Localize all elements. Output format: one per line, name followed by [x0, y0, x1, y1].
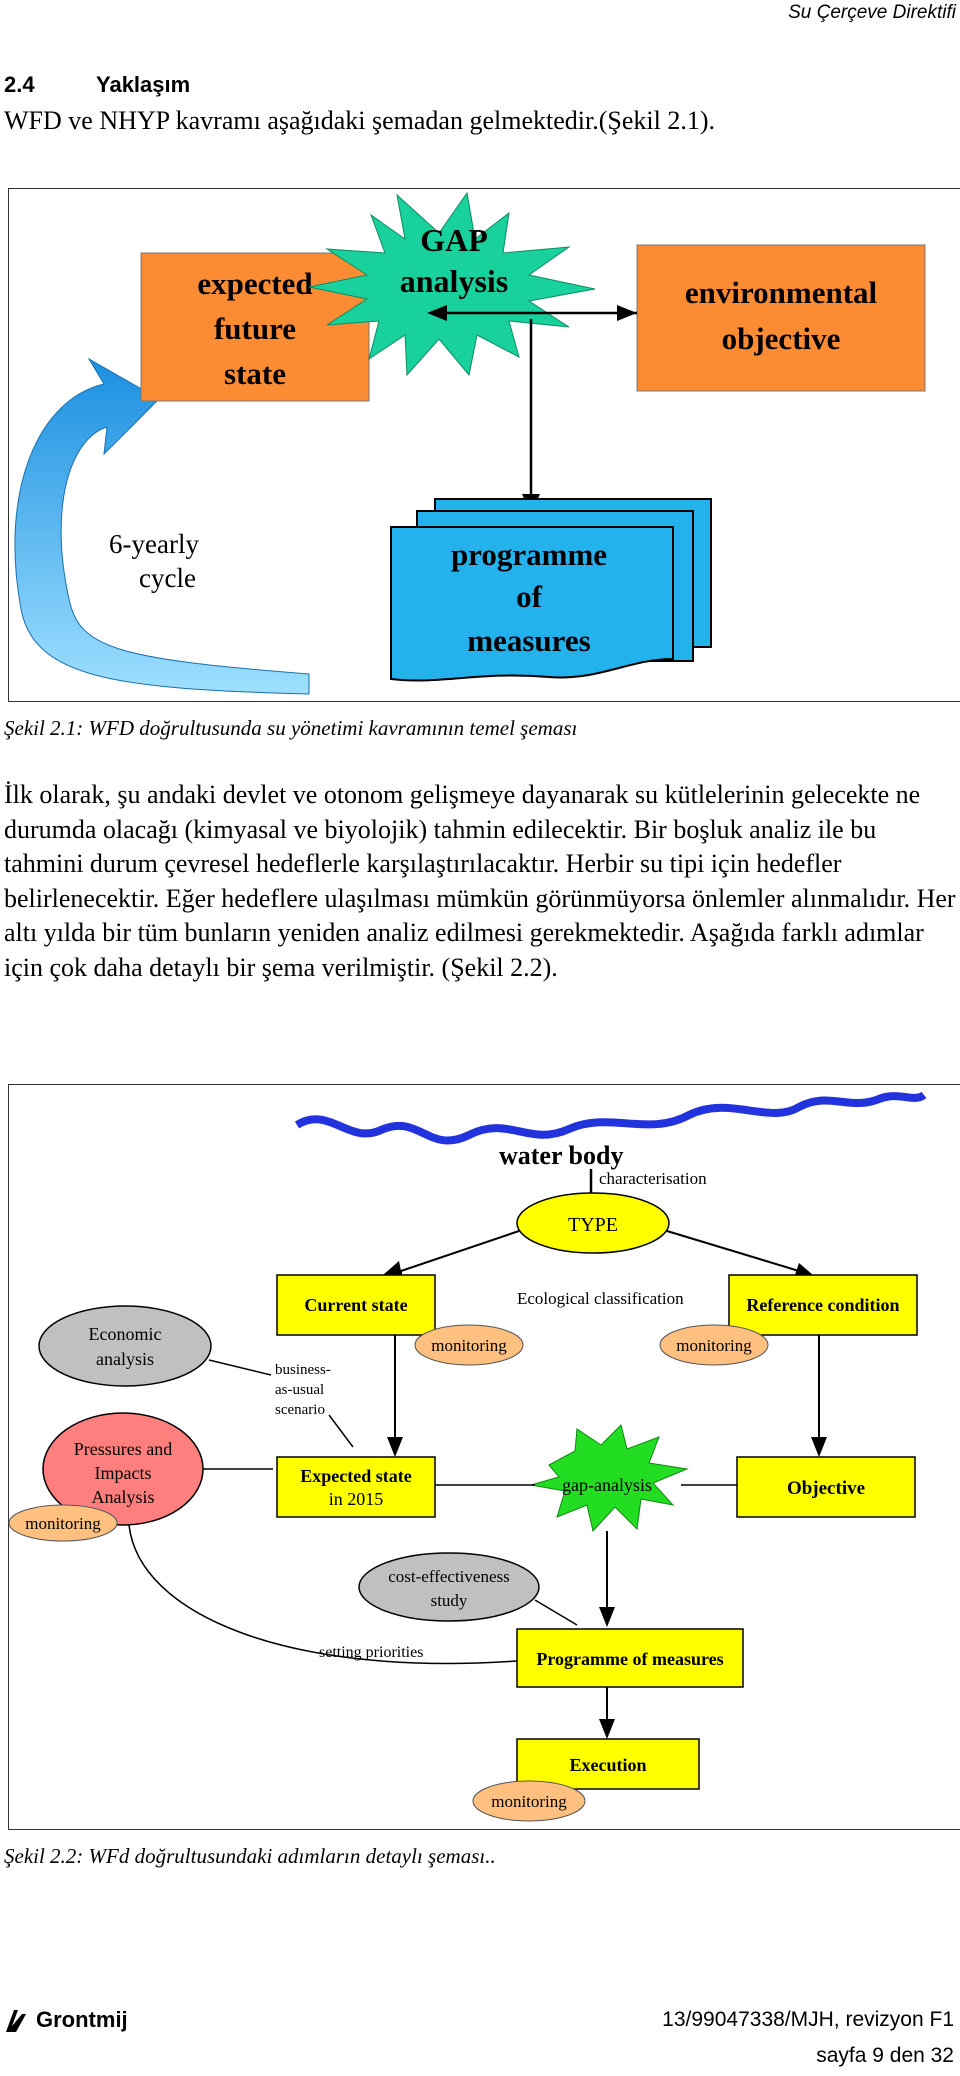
gap-label-2: analysis — [400, 263, 508, 299]
environmental-line-2: objective — [722, 321, 841, 356]
business-line-1: business- — [275, 1362, 331, 1378]
caption-2: Şekil 2.2: WFd doğrultusundaki adımların… — [4, 1844, 496, 1868]
expected-state-line-1: Expected state — [300, 1466, 411, 1486]
gap-label-1: GAP — [420, 222, 488, 258]
programme-box — [390, 526, 674, 682]
section-number: 2.4 — [4, 72, 35, 97]
monitoring-pressures — [9, 1504, 118, 1542]
economic-line-1: Economic — [89, 1324, 162, 1344]
arrowhead-programme — [599, 1607, 615, 1627]
arrowhead-left — [427, 305, 447, 321]
monitoring-current-label: monitoring — [431, 1336, 507, 1355]
economic-ellipse — [38, 1305, 212, 1387]
figure-1: expected future state environmental obje… — [8, 188, 960, 702]
section-heading: 2.4 Yaklaşım — [4, 72, 190, 98]
execution-box — [516, 1738, 700, 1790]
environmental-line-1: environmental — [685, 275, 878, 310]
programme-line-2: of — [516, 579, 543, 614]
cost-to-programme — [534, 1599, 578, 1626]
expected-line-1: expected — [197, 266, 312, 301]
body-paragraph: İlk olarak, şu andaki devlet ve otonom g… — [4, 780, 956, 982]
economic-line-2: analysis — [96, 1349, 154, 1369]
pressures-curve — [128, 1524, 518, 1665]
figure-2: water body characterisation TYPE Current… — [8, 1084, 960, 1830]
cost-line-2: study — [431, 1591, 468, 1610]
figure-1-diagram: expected future state environmental obje… — [14, 191, 926, 695]
setting-priorities-label: setting priorities — [319, 1644, 423, 1661]
programme-line-3: measures — [467, 623, 590, 658]
expected-state-line-2: in 2015 — [329, 1489, 384, 1509]
footer-reference: 13/99047338/MJH, revizyon F1 — [662, 2008, 954, 2031]
execution-label: Execution — [569, 1755, 646, 1775]
document-title: Su Çerçeve Direktifi — [788, 2, 956, 23]
business-line-2: as-usual — [275, 1382, 324, 1398]
cost-ellipse — [358, 1552, 540, 1622]
section-title: Yaklaşım — [96, 72, 191, 97]
cycle-arrow — [14, 357, 310, 695]
pressures-line-2: Impacts — [95, 1463, 152, 1483]
caption-1: Şekil 2.1: WFD doğrultusunda su yönetimi… — [4, 716, 578, 740]
grontmij-logo-icon — [6, 2010, 26, 2032]
type-ellipse — [516, 1192, 670, 1254]
arrowhead-right — [617, 305, 637, 321]
environmental-box — [636, 244, 926, 392]
expected-line-3: state — [224, 356, 286, 391]
water-wave — [294, 1091, 927, 1145]
reference-box — [728, 1274, 918, 1336]
pressures-line-3: Analysis — [92, 1487, 155, 1507]
footer-logo: Grontmij — [4, 2006, 128, 2034]
objective-box — [736, 1456, 916, 1518]
water-body-label: water body — [499, 1141, 623, 1170]
objective-label: Objective — [787, 1478, 865, 1499]
economic-to-business — [208, 1359, 272, 1376]
cost-line-1: cost-effectiveness — [388, 1567, 509, 1586]
figure-2-diagram: water body characterisation TYPE Current… — [9, 1091, 927, 1822]
arrowhead-execution — [599, 1719, 615, 1739]
gap-analysis-starburst — [530, 1424, 689, 1533]
business-line-3: scenario — [275, 1402, 325, 1418]
current-state-box — [276, 1274, 436, 1336]
intro-text: WFD ve NHYP kavramı aşağıdaki şemadan ge… — [4, 106, 715, 135]
current-state-label: Current state — [304, 1295, 407, 1315]
monitoring-pressures-label: monitoring — [25, 1514, 101, 1533]
type-label: TYPE — [568, 1214, 618, 1236]
characterisation-label: characterisation — [599, 1169, 707, 1188]
gap-analysis-label: gap-analysis — [562, 1475, 652, 1495]
monitoring-execution-label: monitoring — [491, 1792, 567, 1811]
expected-line-2: future — [214, 311, 296, 346]
type-to-reference — [666, 1230, 800, 1272]
monitoring-execution — [472, 1780, 586, 1822]
programme-measures-box — [516, 1628, 744, 1688]
reference-label: Reference condition — [746, 1295, 899, 1315]
gap-starburst — [308, 191, 596, 377]
footer-page-number: sayfa 9 den 32 — [816, 2044, 954, 2067]
ecological-label: Ecological classification — [517, 1289, 684, 1308]
pressures-line-1: Pressures and — [74, 1439, 172, 1459]
programme-line-1: programme — [451, 537, 607, 572]
cycle-line-2: cycle — [139, 563, 196, 593]
arrowhead-expected — [387, 1437, 403, 1457]
programme-measures-label: Programme of measures — [536, 1649, 723, 1669]
type-to-current — [400, 1230, 520, 1281]
footer-logo-text: Grontmij — [36, 2007, 128, 2032]
monitoring-reference — [659, 1324, 769, 1366]
expected-box — [140, 252, 370, 402]
arrowhead-objective — [811, 1437, 827, 1457]
cycle-line-1: 6-yearly — [109, 529, 199, 559]
monitoring-reference-label: monitoring — [676, 1336, 752, 1355]
business-arrow — [328, 1414, 354, 1448]
expected-state-box — [276, 1456, 436, 1518]
monitoring-current — [414, 1324, 524, 1366]
